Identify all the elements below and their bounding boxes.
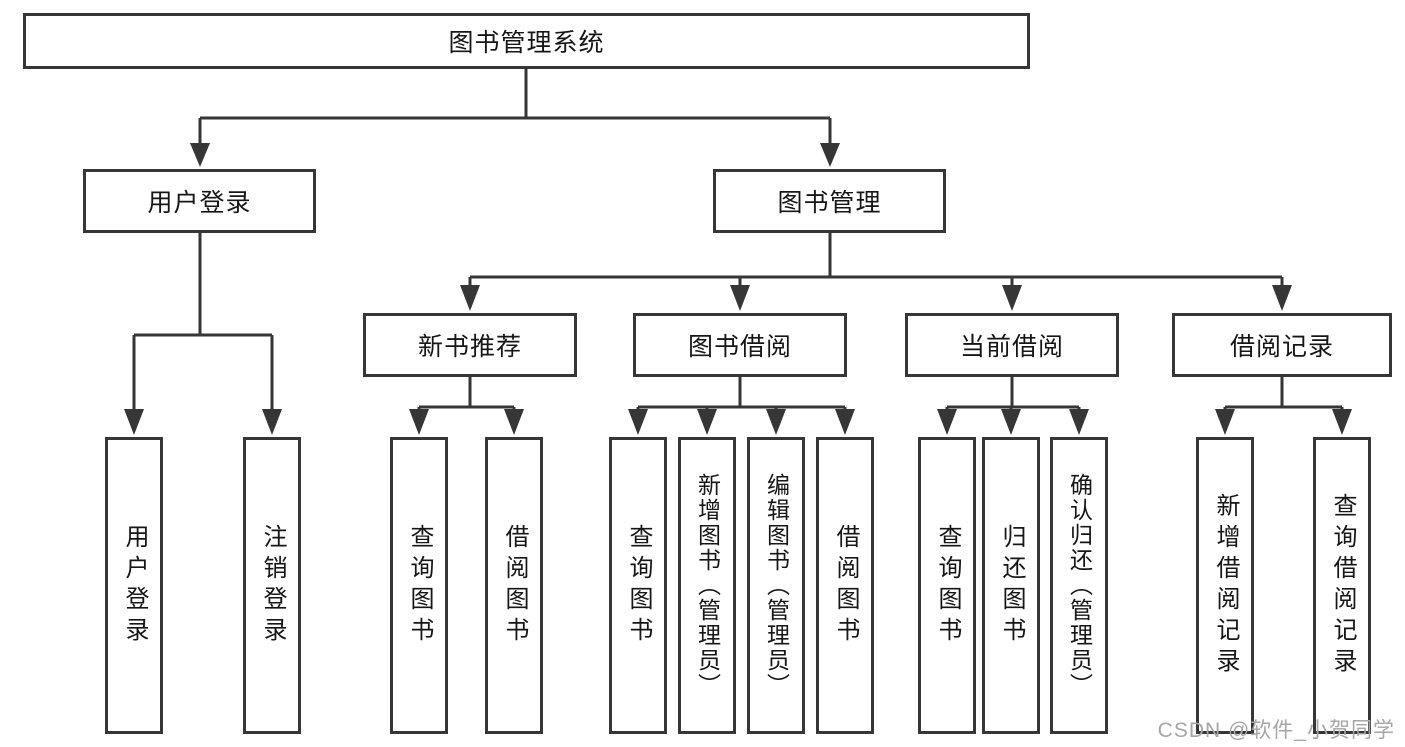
arrowhead [766,409,786,435]
arrowhead [1332,409,1352,435]
arrowhead [124,409,144,435]
leaf-edit-books-admin: 编辑图书（管理员） [747,437,805,734]
leaf-query-books-current: 查询图书 [918,437,976,734]
arrowhead [1215,409,1235,435]
node-book-management: 图书管理 [713,169,946,233]
node-borrowing-records: 借阅记录 [1172,313,1392,377]
arrowhead [628,409,648,435]
arrowhead [1069,409,1089,435]
arrowhead [460,285,480,311]
leaf-borrow-books: 借阅图书 [816,437,874,734]
watermark-text: CSDN @软件_小贺同学 [1157,719,1395,742]
arrowhead [1001,409,1021,435]
arrowhead [697,409,717,435]
connector-login-to-leaves [132,233,274,409]
leaf-confirm-return-admin: 确认归还（管理员） [1050,437,1108,734]
connector-recommend-to-leaves [417,377,516,409]
leaf-add-books-admin: 新增图书（管理员） [678,437,736,734]
node-book-borrowing: 图书借阅 [633,313,847,377]
arrowhead [937,409,957,435]
arrowhead [190,143,210,167]
node-library-management-system: 图书管理系统 [23,13,1030,69]
leaf-logout: 注销登录 [243,437,301,734]
arrowhead [730,285,750,311]
connector-records-to-leaves [1223,377,1344,409]
node-new-book-recommendation: 新书推荐 [363,313,577,377]
leaf-query-books-recommend: 查询图书 [390,437,448,734]
leaf-borrow-books-recommend: 借阅图书 [485,437,543,734]
connector-mgmt-to-level3 [468,233,1284,285]
leaf-return-books: 归还图书 [982,437,1040,734]
connector-borrow-to-leaves [636,377,847,409]
arrowhead [835,409,855,435]
node-current-borrowing: 当前借阅 [905,313,1119,377]
arrowhead [262,409,282,435]
connector-root-to-level2 [198,69,832,143]
leaf-query-borrow-record: 查询借阅记录 [1313,437,1371,734]
leaf-user-login: 用户登录 [105,437,163,734]
leaf-query-books-borrow: 查询图书 [609,437,667,734]
arrowhead [1002,285,1022,311]
arrowhead [504,409,524,435]
arrowhead [820,143,840,167]
node-user-login: 用户登录 [83,169,316,233]
arrowhead [1272,285,1292,311]
connector-current-to-leaves [945,377,1081,409]
arrowhead [409,409,429,435]
leaf-add-borrow-record: 新增借阅记录 [1196,437,1254,734]
